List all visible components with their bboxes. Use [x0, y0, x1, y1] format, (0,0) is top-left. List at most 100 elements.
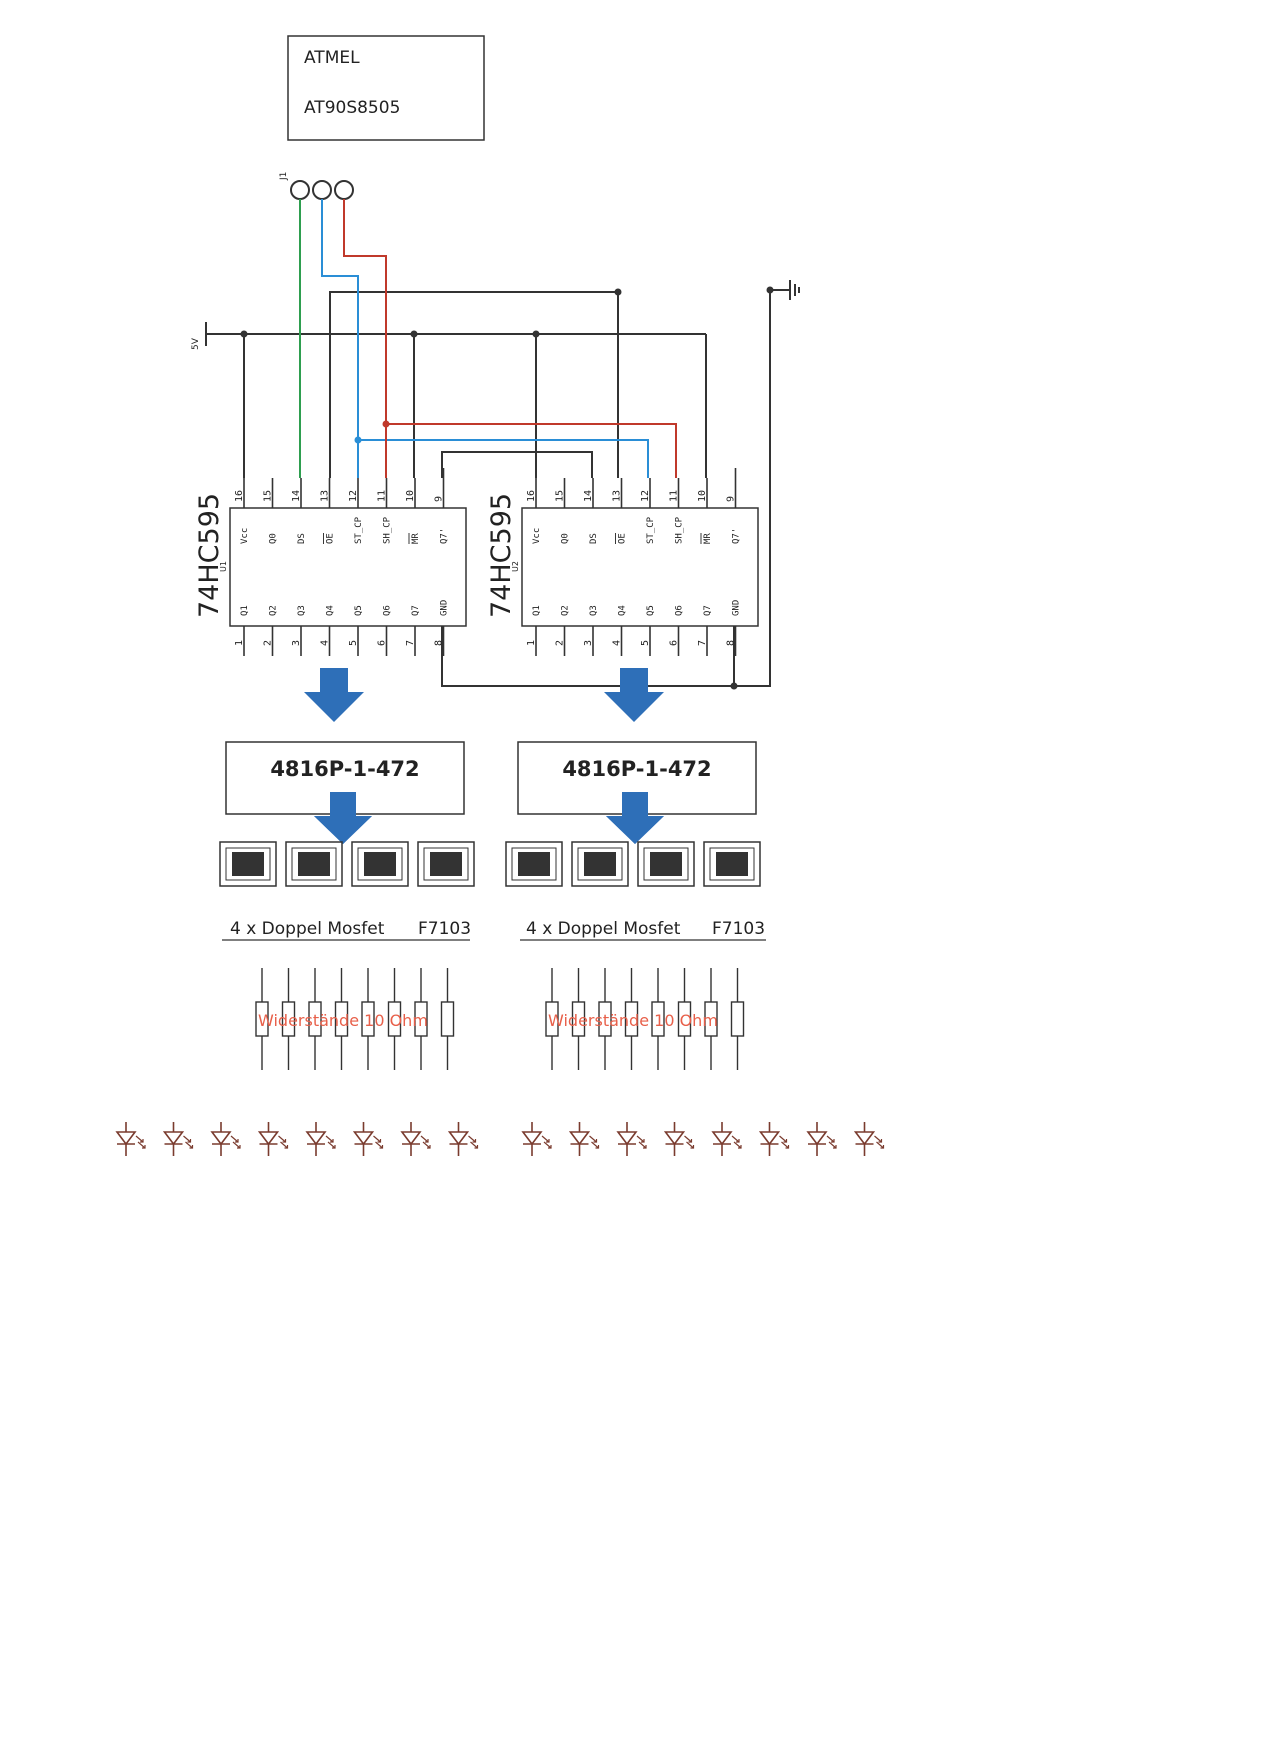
pin-number: 13 — [612, 490, 623, 502]
resistor-row — [255, 968, 745, 1070]
pin-label: MR — [703, 533, 713, 544]
mosfet-package — [417, 841, 475, 887]
resistor — [730, 968, 745, 1070]
resistor — [387, 968, 402, 1070]
pin-number: 15 — [263, 490, 274, 502]
resistor — [571, 968, 586, 1070]
resistor — [440, 968, 455, 1070]
pin-number: 1 — [234, 640, 245, 646]
arrows-front — [314, 792, 664, 844]
pin-label: MR — [411, 533, 421, 544]
resistor-array-part: 4816P-1-472 — [562, 757, 711, 781]
pin-number: 1 — [526, 640, 537, 646]
pin-number: 3 — [291, 640, 302, 646]
pin-number: 2 — [555, 640, 566, 646]
arrow-down-icon — [304, 668, 364, 722]
pin-label: Q4 — [618, 605, 628, 616]
pin-label: Q7' — [732, 528, 742, 544]
resistor — [545, 968, 559, 1070]
resistor-array-2: 4816P-1-472 — [517, 741, 757, 815]
pin-label: DS — [589, 533, 599, 544]
mosfet-package — [285, 841, 343, 887]
pin-label: DS — [297, 533, 307, 544]
power-wires — [205, 280, 800, 687]
pin-label: Q2 — [561, 605, 571, 616]
pin-number: 12 — [348, 490, 359, 502]
mosfet-package — [505, 841, 563, 887]
mosfet-caption-2: 4 x Doppel Mosfet F7103 — [520, 919, 766, 941]
pin-label: Q4 — [326, 605, 336, 616]
led-icon — [521, 1122, 552, 1156]
resistor — [308, 968, 322, 1070]
pin-label: Q1 — [240, 605, 250, 616]
led-icon — [257, 1122, 289, 1156]
pin-number: 4 — [320, 640, 331, 646]
led-icon — [162, 1122, 194, 1156]
sh-cp-wire — [343, 199, 677, 478]
connector-label: J1 — [279, 172, 289, 181]
pin-number: 5 — [348, 640, 359, 646]
pin-number: 4 — [612, 640, 623, 646]
mosfet-package — [351, 841, 409, 887]
mosfet-package — [637, 841, 695, 887]
resistor-array-1: 4816P-1-472 — [225, 741, 465, 815]
resistor — [598, 968, 612, 1070]
pin-number: 16 — [526, 490, 537, 502]
pin-number: 7 — [405, 640, 416, 646]
pin-number: 6 — [377, 640, 388, 646]
pin-label: ST_CP — [646, 516, 656, 544]
pin-label: Q3 — [297, 605, 307, 616]
pin-label: Q5 — [646, 605, 656, 616]
pin-number: 11 — [669, 490, 680, 502]
resistor — [704, 968, 718, 1070]
led-icon — [210, 1122, 241, 1156]
pin-label: GND — [440, 600, 450, 616]
chip-part-label: 74HC595 — [486, 493, 517, 618]
shift-registers: 74HC595U116Vcc15Q014DS13OE12ST_CP11SH_CP… — [194, 468, 759, 656]
pin-number: 15 — [555, 490, 566, 502]
led-icon — [568, 1122, 600, 1156]
pin-number: 5 — [640, 640, 651, 646]
pin-number: 11 — [377, 490, 388, 502]
resistor — [361, 968, 375, 1070]
pin-number: 14 — [291, 490, 302, 502]
shift-register-u1: 74HC595U116Vcc15Q014DS13OE12ST_CP11SH_CP… — [194, 468, 467, 656]
pin-label: Vcc — [240, 528, 250, 544]
chip-part-label: 74HC595 — [194, 493, 225, 618]
mosfet-caption-part: F7103 — [418, 919, 471, 939]
resistor — [255, 968, 269, 1070]
resistor — [334, 968, 349, 1070]
pin-number: 9 — [434, 496, 445, 502]
mcu-brand: ATMEL — [304, 48, 360, 68]
junction-dots — [240, 286, 774, 690]
resistor-label: Widerstände 10 Ohm — [548, 1011, 718, 1030]
shift-register-u2: 74HC595U216Vcc15Q014DS13OE12ST_CP11SH_CP… — [486, 468, 759, 656]
pin-number: 14 — [583, 490, 594, 502]
led-icon — [853, 1122, 885, 1156]
resistor — [651, 968, 665, 1070]
pin-number: 6 — [669, 640, 680, 646]
pin-label: Q1 — [532, 605, 542, 616]
mosfet-package — [571, 841, 629, 887]
pin-number: 12 — [640, 490, 651, 502]
mosfet-row — [219, 841, 761, 887]
resistor — [624, 968, 639, 1070]
pin-number: 2 — [263, 640, 274, 646]
resistor — [414, 968, 428, 1070]
pin-label: Q6 — [383, 605, 393, 616]
pin-label: Q7 — [411, 605, 421, 616]
pin-number: 9 — [726, 496, 737, 502]
st-cp-wire — [321, 199, 649, 478]
mcu-part: AT90S8505 — [304, 98, 400, 118]
resistor-label: Widerstände 10 Ohm — [258, 1011, 428, 1030]
mosfet-package — [219, 841, 277, 887]
pin-number: 7 — [697, 640, 708, 646]
mosfet-caption-text: 4 x Doppel Mosfet — [526, 919, 681, 939]
pin-label: Q0 — [269, 533, 279, 544]
led-icon — [115, 1122, 146, 1156]
pin-label: Q3 — [589, 605, 599, 616]
pin-label: Q6 — [675, 605, 685, 616]
pin-label: GND — [732, 600, 742, 616]
led-icon — [305, 1122, 336, 1156]
